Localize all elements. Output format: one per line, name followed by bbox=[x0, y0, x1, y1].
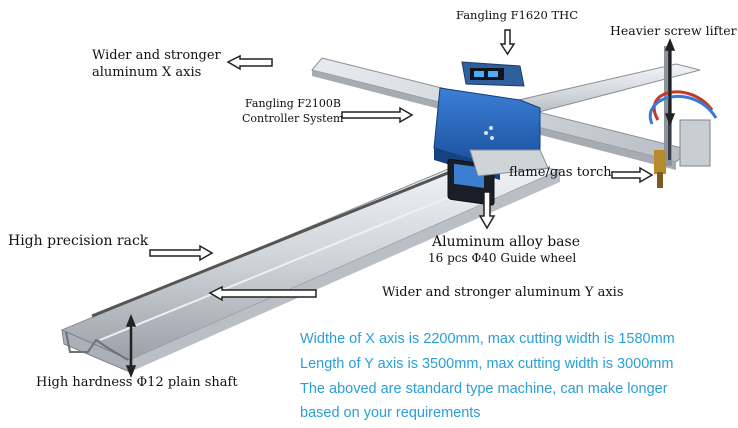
label-shaft: High hardness Φ12 plain shaft bbox=[36, 375, 238, 390]
shaft-arrow-up bbox=[125, 313, 137, 327]
label-base: Aluminum alloy base bbox=[432, 234, 580, 250]
x-axis-arrow bbox=[226, 54, 273, 71]
base-arrow bbox=[478, 191, 496, 230]
controller-carriage bbox=[433, 61, 549, 206]
lifter-arrow-up bbox=[664, 37, 676, 51]
torch-arrow bbox=[611, 166, 654, 184]
label-thc: Fangling F1620 THC bbox=[456, 8, 579, 22]
rack-arrow bbox=[149, 244, 214, 262]
label-controller-line2: Controller System bbox=[242, 112, 344, 125]
label-rack: High precision rack bbox=[8, 233, 149, 249]
lifter-arrow-down bbox=[664, 113, 676, 127]
y-axis-beam bbox=[60, 148, 562, 373]
controller-arrow bbox=[341, 106, 414, 124]
label-lifter: Heavier screw lifter bbox=[610, 23, 737, 38]
callout-arrows bbox=[125, 29, 676, 379]
shaft-arrow-down bbox=[125, 365, 137, 379]
info-line-1: Widthe of X axis is 2200mm, max cutting … bbox=[300, 331, 675, 347]
info-line-3: The aboved are standard type machine, ca… bbox=[300, 381, 668, 397]
label-y-axis: Wider and stronger aluminum Y axis bbox=[382, 285, 624, 300]
thc-arrow bbox=[499, 29, 516, 56]
label-x-axis-line1: Wider and stronger bbox=[92, 48, 221, 63]
label-torch: flame/gas torch bbox=[509, 165, 612, 180]
label-controller-line1: Fangling F2100B bbox=[245, 97, 341, 110]
label-wheel: 16 pcs Φ40 Guide wheel bbox=[428, 251, 577, 265]
info-line-4: based on your requirements bbox=[300, 405, 481, 421]
label-x-axis-line2: aluminum X axis bbox=[92, 65, 202, 80]
info-line-2: Length of Y axis is 3500mm, max cutting … bbox=[300, 356, 674, 372]
y-axis-arrow bbox=[208, 285, 317, 302]
